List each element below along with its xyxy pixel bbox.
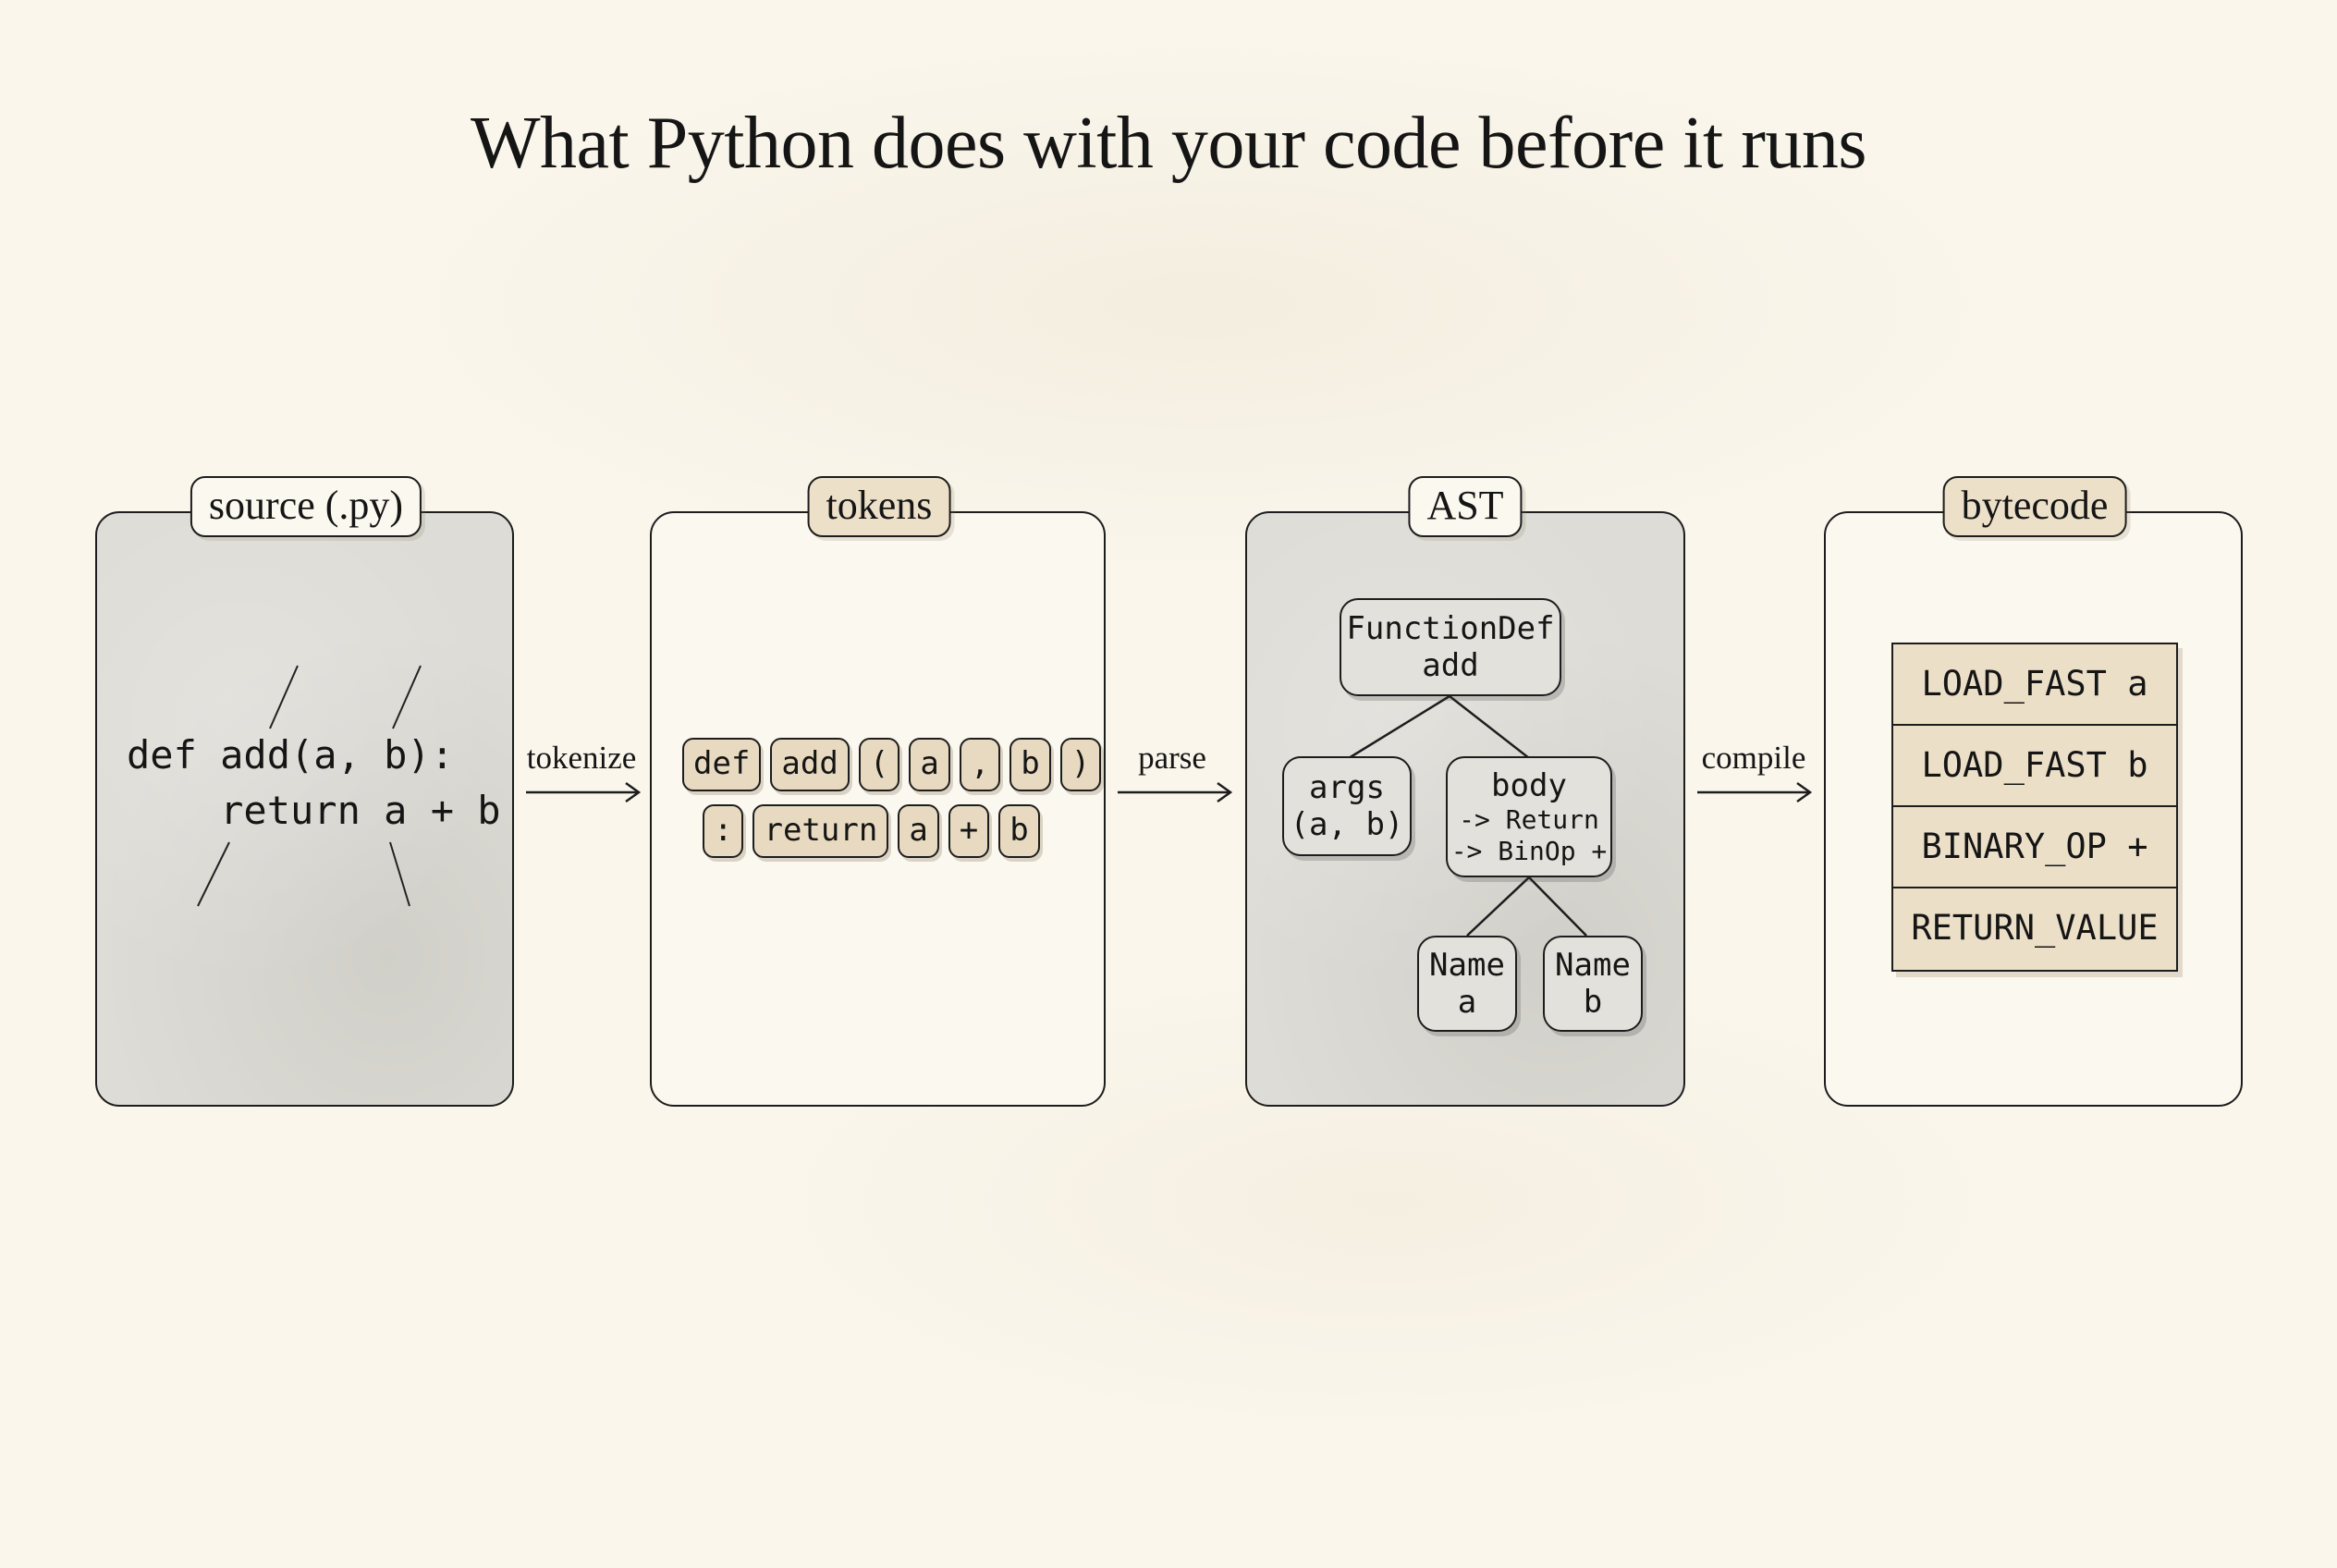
source-label: source (.py) (190, 476, 422, 537)
bytecode-instruction: LOAD_FAST a (1893, 644, 2176, 726)
ast-label: AST (1408, 476, 1523, 537)
token-add: add (770, 738, 850, 791)
compile-arrow (1697, 781, 1813, 803)
ast-node-body: body -> Return -> BinOp + (1446, 756, 1612, 877)
token-plus: + (948, 804, 990, 858)
bytecode-label: bytecode (1942, 476, 2127, 537)
token-comma: , (959, 738, 1001, 791)
bytecode-instruction: LOAD_FAST b (1893, 726, 2176, 807)
token-def: def (682, 738, 762, 791)
ast-node-args: args (a, b) (1282, 756, 1412, 856)
source-code-line-1: def add(a, b): (127, 732, 455, 778)
diagram-title: What Python does with your code before i… (470, 103, 1867, 184)
tokenize-arrow (526, 781, 642, 803)
bytecode-instruction: BINARY_OP + (1893, 807, 2176, 888)
token-open-paren: ( (858, 738, 900, 791)
token-a: a (909, 738, 950, 791)
token-close-paren: ) (1059, 738, 1102, 791)
ast-node-body-return: -> Return (1459, 803, 1599, 835)
ast-node-name-a-id: a (1457, 984, 1477, 1021)
ast-node-name-b: Name b (1543, 936, 1643, 1032)
bytecode-instruction-stack: LOAD_FAST a LOAD_FAST b BINARY_OP + RETU… (1891, 643, 2178, 972)
source-code-line-2: return a + b (127, 788, 501, 833)
ast-edges (1348, 694, 1587, 937)
token-return: return (752, 804, 889, 858)
ast-node-args-value: (a, b) (1290, 806, 1404, 843)
parse-label: parse (1138, 740, 1206, 776)
bytecode-panel: bytecode LOAD_FAST a LOAD_FAST b BINARY_… (1824, 476, 2243, 1107)
compile-label: compile (1701, 740, 1806, 776)
token-row-1: def add ( a , b ) (682, 738, 1102, 791)
tokens-label: tokens (807, 476, 951, 537)
token-row-2: : return a + b (703, 804, 1040, 858)
ast-node-body-type: body (1491, 766, 1567, 804)
ast-node-functiondef-name: add (1422, 647, 1479, 684)
tokens-panel: tokens def add ( a , b ) : return a + b (650, 476, 1106, 1107)
tokenize-hint-strokes (197, 665, 422, 907)
ast-node-args-type: args (1309, 769, 1385, 806)
token-b: b (998, 804, 1040, 858)
ast-node-functiondef: FunctionDef add (1340, 598, 1561, 696)
ast-node-name-a-type: Name (1429, 947, 1505, 984)
token-colon: : (703, 804, 744, 858)
tokenize-label: tokenize (526, 740, 637, 776)
parse-arrow (1118, 781, 1233, 803)
ast-node-name-b-type: Name (1555, 947, 1631, 984)
source-panel: source (.py) def add(a, b): return a + b (95, 476, 514, 1107)
ast-node-name-a: Name a (1417, 936, 1517, 1032)
token-a: a (898, 804, 939, 858)
bytecode-instruction: RETURN_VALUE (1893, 888, 2176, 970)
ast-panel: AST FunctionDef add args (a, b) body -> … (1245, 476, 1685, 1107)
ast-node-name-b-id: b (1583, 984, 1603, 1021)
ast-node-functiondef-type: FunctionDef (1346, 610, 1555, 647)
token-b: b (1009, 738, 1051, 791)
ast-node-body-binop: -> BinOp + (1450, 835, 1608, 866)
